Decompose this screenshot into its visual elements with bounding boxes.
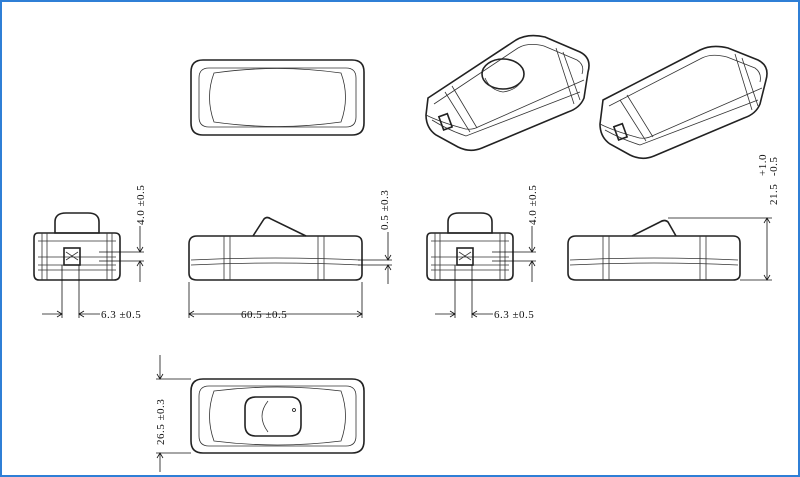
dim-width-front-right: 4.0 ±0.5 xyxy=(527,185,539,225)
bottom-view xyxy=(190,378,365,454)
top-view xyxy=(190,59,365,136)
dim-height-tol-minus: -0.5 xyxy=(768,157,780,176)
isometric-view-back xyxy=(599,45,768,160)
side-view-right xyxy=(567,219,741,281)
dim-length-side: 60.5 ±0.5 xyxy=(241,309,287,321)
dim-width-front-left: 4.0 ±0.5 xyxy=(135,185,147,225)
isometric-view-rocker xyxy=(425,34,590,152)
front-view-right-dims xyxy=(435,226,536,318)
side-view-right-dims xyxy=(668,217,772,281)
front-view-right xyxy=(426,212,514,281)
dim-height-total: 21.5 xyxy=(768,184,780,205)
dim-height-tol-plus: +1.0 xyxy=(757,154,769,176)
front-view-left-dims xyxy=(42,226,144,318)
front-view-left xyxy=(33,212,121,281)
bottom-view-dims xyxy=(156,355,191,472)
dim-rocker-height-side: 0.5 ±0.3 xyxy=(379,190,391,230)
dim-width-bottom-view: 26.5 ±0.3 xyxy=(155,399,167,445)
side-view-main xyxy=(188,216,363,281)
dim-thickness-left: 6.3 ±0.5 xyxy=(101,309,141,321)
dim-thickness-right: 6.3 ±0.5 xyxy=(494,309,534,321)
side-view-main-dims xyxy=(188,232,392,318)
